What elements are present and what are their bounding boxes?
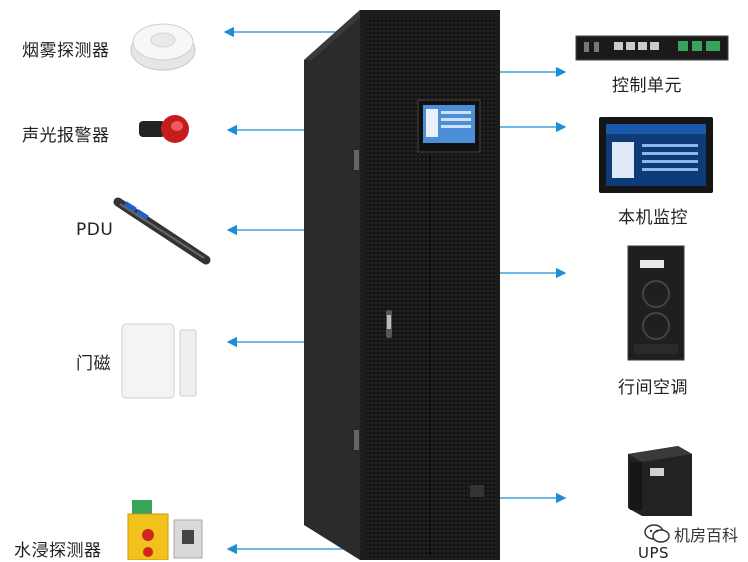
label-sound-light-alarm: 声光报警器 bbox=[22, 126, 110, 146]
door-sensor-image bbox=[121, 323, 197, 399]
label-control-unit: 控制单元 bbox=[612, 76, 682, 96]
label-pdu: PDU bbox=[76, 220, 114, 240]
water-detector-image bbox=[127, 500, 203, 560]
label-local-monitor: 本机监控 bbox=[618, 208, 688, 228]
server-cabinet bbox=[304, 10, 500, 560]
label-water-detector: 水浸探测器 bbox=[14, 541, 102, 561]
pdu-image bbox=[113, 197, 211, 265]
watermark-text: 机房百科 bbox=[673, 526, 738, 545]
label-ups: UPS bbox=[638, 544, 670, 562]
alarm-light-image bbox=[139, 115, 189, 143]
row-ac-image bbox=[627, 245, 685, 361]
smoke-detector-image bbox=[130, 23, 196, 71]
label-row-ac: 行间空调 bbox=[618, 378, 688, 398]
ups-image bbox=[628, 446, 692, 516]
label-smoke-detector: 烟雾探测器 bbox=[22, 41, 110, 61]
wechat-icon bbox=[644, 524, 670, 543]
label-door-sensor: 门磁 bbox=[76, 354, 111, 374]
monitor-screen-image bbox=[599, 117, 713, 193]
control-unit-image bbox=[575, 35, 729, 61]
watermark: 机房百科 bbox=[644, 522, 738, 546]
